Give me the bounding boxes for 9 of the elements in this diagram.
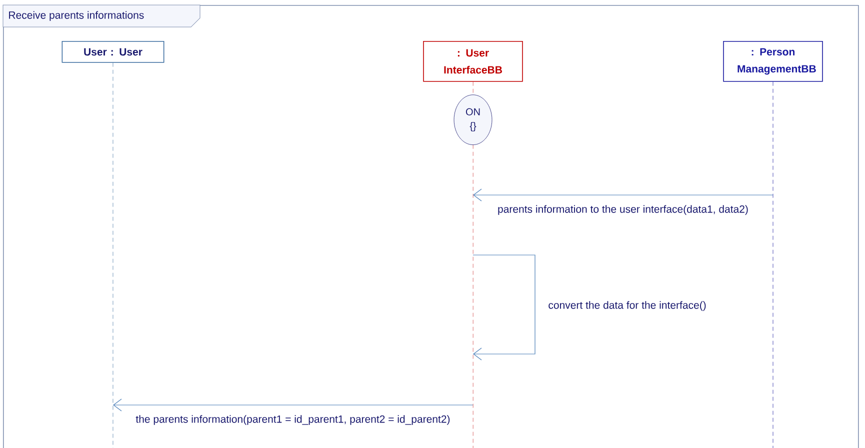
edge-label: the parents information(parent1 = id_parent1, parent2 = id_parent2) — [136, 415, 450, 425]
lifeline-head: : User InterfaceBB — [423, 41, 523, 82]
edge-label: convert the data for the interface() — [548, 301, 706, 311]
self-message-arrow — [472, 254, 536, 360]
message-arrow — [473, 188, 774, 202]
lifeline-head: User : User — [62, 41, 164, 63]
message-arrow — [113, 398, 474, 412]
lifeline-head: : Person ManagementBB — [723, 41, 823, 82]
edge-label: parents information to the user interface(data1, data2) — [498, 205, 748, 215]
